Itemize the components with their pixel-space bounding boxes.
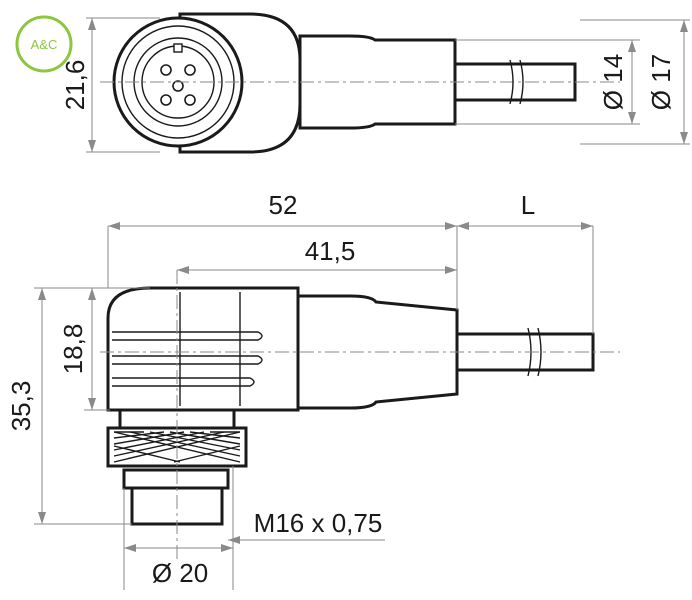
dim-length-body: 41,5 (305, 236, 356, 266)
side-grip-lines (112, 292, 263, 406)
dim-height-top: 21,6 (60, 60, 90, 111)
dim-height-total: 35,3 (6, 381, 36, 432)
dim-dia-inner: Ø 14 (598, 54, 628, 110)
dim-dia-outer: Ø 17 (646, 54, 676, 110)
dim-thread: M16 x 0,75 (254, 508, 383, 538)
top-view: 21,6 Ø 14 Ø 17 (60, 12, 690, 154)
dim-length-total: 52 (269, 190, 298, 220)
logo: A&C (15, 15, 73, 73)
side-thread (122, 468, 230, 490)
dim-length-cable: L (521, 190, 535, 220)
logo-text: A&C (31, 37, 58, 52)
dim-dia-nut: Ø 20 (152, 558, 208, 588)
side-housing (106, 286, 300, 412)
side-view: 52 L 41,5 18,8 35,3 M16 x 0,75 (6, 190, 620, 590)
dim-height-body: 18,8 (58, 324, 88, 375)
top-pins (160, 43, 196, 106)
